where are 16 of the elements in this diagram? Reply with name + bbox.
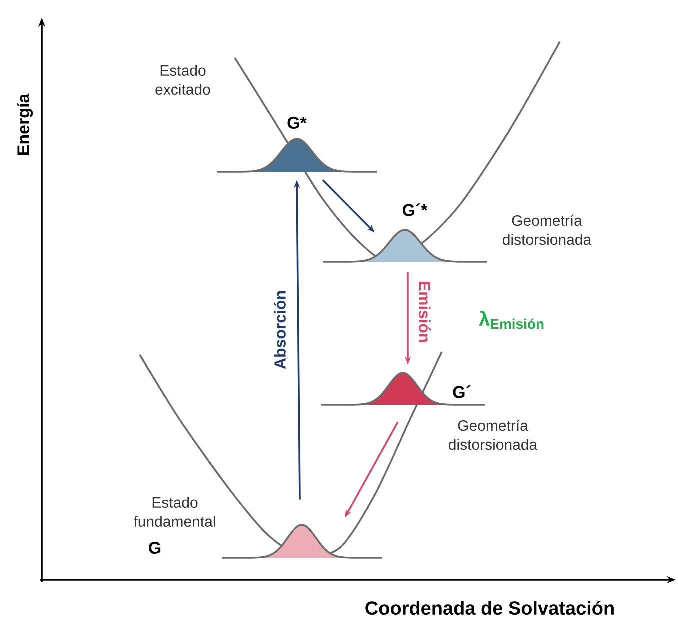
wavelength-label: λ$_{Emisión}$ (479, 310, 544, 330)
node-label: Estado excitado (156, 64, 210, 95)
energy-distribution: Estado fundamental G (134, 497, 382, 559)
edge-label: Emisión (419, 282, 431, 342)
edge-label: Absorción (274, 291, 286, 370)
node-label: Estado fundamental (134, 496, 216, 527)
node-label: G* (288, 116, 307, 130)
axis-label: Energía (16, 94, 34, 156)
node-label: G´* (402, 204, 428, 216)
energy-distribution: G´ Geometría distorsionada (321, 372, 538, 450)
axis-label: Coordenada de Solvatación (366, 600, 614, 616)
energy-distribution: Estado excitado G* (156, 65, 377, 173)
node-label: G (149, 542, 161, 554)
energy-distribution: G´* Geometría distorsionada (323, 204, 592, 263)
node-label: Geometría distorsionada (449, 420, 538, 450)
node-label: Geometría distorsionada (503, 214, 592, 246)
